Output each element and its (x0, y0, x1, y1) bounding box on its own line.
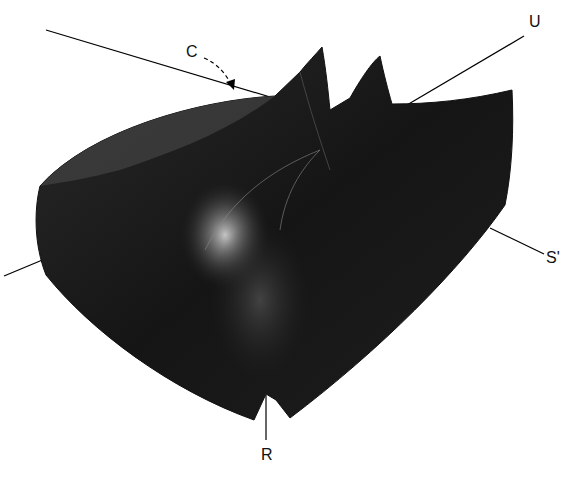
axis-line (490, 228, 544, 254)
axis-label: C (186, 44, 198, 60)
axis-line (265, 395, 266, 440)
fold-shade (210, 220, 310, 380)
fold-edge (300, 72, 330, 170)
fold-edge (205, 150, 320, 250)
axis-label: U (529, 14, 541, 30)
axis-label: R (261, 447, 273, 463)
cusp-surface (36, 47, 513, 420)
axis-line (46, 30, 280, 100)
surface-sheet (40, 96, 275, 186)
arrowhead (226, 79, 235, 90)
axis-label: S' (546, 250, 560, 266)
